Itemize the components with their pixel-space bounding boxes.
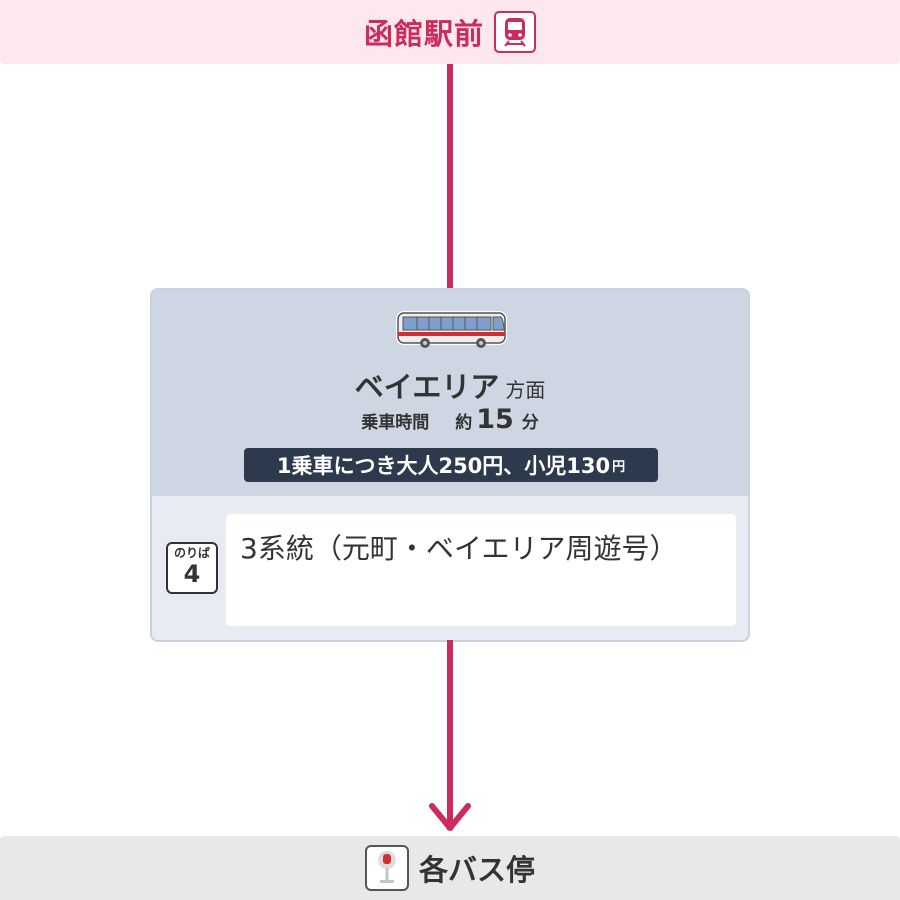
bus-icon	[396, 311, 507, 348]
platform-label: のりば	[173, 546, 210, 560]
route-destination: ベイエリア	[354, 370, 500, 404]
destination-footer: 各バス停	[0, 836, 900, 900]
fare-unit: 円	[612, 459, 626, 475]
route-line-bottom	[447, 640, 453, 830]
route-name-box[interactable]: 3系統（元町・ベイエリア周遊号）	[226, 514, 736, 626]
destination-line: ベイエリア方面	[152, 364, 748, 406]
ride-time-value: 15	[476, 404, 514, 435]
ride-time-approx: 約	[455, 413, 473, 433]
route-line-top	[447, 64, 453, 289]
origin-station-name: 函館駅前	[363, 17, 484, 51]
destination-name: 各バス停	[418, 853, 535, 887]
fare-text: 1乗車につき大人250円、小児130	[276, 454, 611, 478]
arrow-down-icon	[429, 803, 471, 831]
bus-stop-icon	[364, 845, 409, 891]
platform-badge: のりば 4	[166, 542, 218, 594]
origin-header: 函館駅前	[0, 0, 900, 64]
route-destination-suffix: 方面	[505, 378, 546, 402]
ride-time-label: 乗車時間	[361, 413, 430, 433]
ride-time-unit: 分	[521, 413, 539, 433]
platform-number: 4	[183, 560, 201, 588]
route-name: 3系統（元町・ベイエリア周遊号）	[240, 532, 678, 565]
train-icon	[494, 11, 536, 53]
